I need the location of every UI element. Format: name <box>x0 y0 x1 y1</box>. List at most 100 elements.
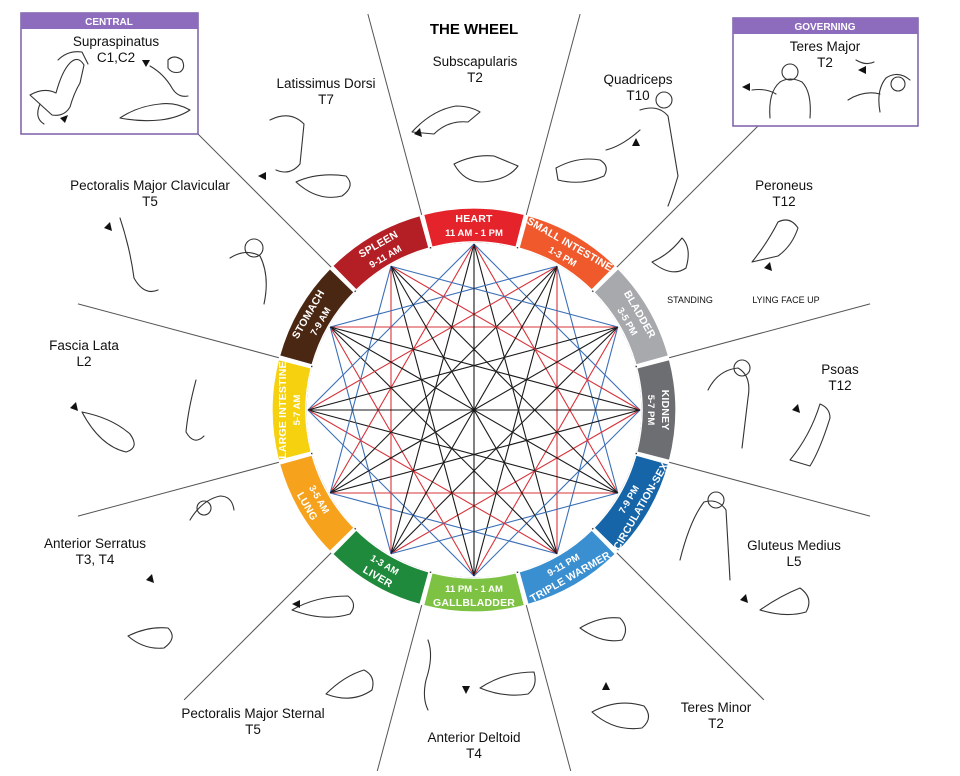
divider-line <box>77 303 280 359</box>
segment-gallbladder: GALLBLADDER 11 PM - 1 AM <box>422 571 526 613</box>
arrow-icon <box>602 682 610 690</box>
segment-arc <box>278 267 356 367</box>
muscle-name: Anterior Serratus <box>44 536 146 551</box>
segment-name: KIDNEY <box>659 390 671 431</box>
segment-name: HEART <box>455 213 493 225</box>
muscle-name: Quadriceps <box>603 72 672 87</box>
governing-muscle-name: Teres Major <box>790 39 861 54</box>
arrow-icon <box>742 83 750 91</box>
exercise-sketches <box>81 91 831 730</box>
arrow-icon <box>740 594 748 603</box>
muscle-name: Fascia Lata <box>49 338 119 353</box>
divider-line <box>367 13 423 216</box>
segment-arc <box>592 267 670 367</box>
segment-arc <box>517 528 617 606</box>
arrow-icon <box>258 172 266 180</box>
connection-line <box>390 326 619 555</box>
divider-line <box>616 119 765 268</box>
arrow-icon <box>60 115 68 123</box>
segment-arc <box>331 528 431 606</box>
muscle-level: L2 <box>76 354 91 369</box>
segment-name: LARGE INTESTINE <box>277 361 289 459</box>
governing-box-title: GOVERNING <box>794 22 855 33</box>
arrow-icon <box>858 66 866 74</box>
connection-line <box>330 409 641 494</box>
divider-line <box>525 604 573 776</box>
muscle-name: Teres Minor <box>681 700 752 715</box>
arrow-icon <box>764 262 772 271</box>
muscle-level: T2 <box>467 70 483 85</box>
central-muscle-name: Supraspinatus <box>73 34 160 49</box>
governing-box: GOVERNING Teres Major T2 <box>732 17 919 127</box>
segment-name: GALLBLADDER <box>433 597 515 609</box>
arrow-icon <box>462 686 470 694</box>
muscle-name: Subscapularis <box>433 54 518 69</box>
muscle-level: T4 <box>466 746 482 761</box>
muscle-level: T12 <box>828 378 851 393</box>
segment-time: 11 AM - 1 PM <box>445 228 503 239</box>
connection-line <box>473 243 558 554</box>
muscle-name: Psoas <box>821 362 859 377</box>
page-title: THE WHEEL <box>430 21 518 38</box>
central-muscle-level: C1,C2 <box>97 50 135 65</box>
segment-arc <box>331 214 431 292</box>
supraspinatus-sketch <box>29 51 191 125</box>
muscle-level: T5 <box>245 722 261 737</box>
segment-arc <box>517 214 617 292</box>
muscle-level: L5 <box>786 554 801 569</box>
segment-arc <box>635 358 677 462</box>
divider-line <box>668 461 871 517</box>
muscle-name: Latissimus Dorsi <box>276 76 375 91</box>
connection-line <box>473 266 558 577</box>
connection-line <box>390 266 475 577</box>
connection-line <box>307 409 618 494</box>
segment-arc <box>422 571 526 613</box>
connection-line <box>390 265 558 555</box>
segment-time: 11 PM - 1 AM <box>445 584 503 595</box>
connection-line <box>329 265 558 494</box>
divider-line <box>183 552 332 701</box>
connection-line <box>390 265 618 328</box>
segment-arc <box>271 358 313 462</box>
divider-line <box>525 13 581 216</box>
segment-arc <box>278 453 356 553</box>
divider-line <box>77 461 280 517</box>
divider-line <box>616 552 765 701</box>
segment-arc <box>422 207 526 249</box>
muscle-level: T5 <box>142 194 158 209</box>
muscle-level: T2 <box>708 716 724 731</box>
muscle-name: Pectoralis Major Sternal <box>181 706 324 721</box>
teres-major-sketch <box>751 59 911 119</box>
arrow-icon <box>70 402 78 411</box>
muscle-name: Anterior Deltoid <box>427 730 520 745</box>
muscle-name: Gluteus Medius <box>747 538 841 553</box>
connection-line <box>307 326 618 411</box>
connection-line <box>329 326 558 555</box>
caption-standing: STANDING <box>667 295 713 305</box>
segment-arc <box>592 453 670 553</box>
segment-heart: HEART 11 AM - 1 PM <box>422 207 526 249</box>
caption-lying: LYING FACE UP <box>752 295 819 305</box>
arrow-icon <box>632 138 640 146</box>
divider-line <box>183 119 332 268</box>
arrow-icon <box>414 128 422 137</box>
small-arrows <box>70 128 800 694</box>
arrow-icon <box>792 404 800 413</box>
connection-line <box>390 243 475 554</box>
connection-line <box>390 265 619 494</box>
connection-lines <box>307 243 641 577</box>
